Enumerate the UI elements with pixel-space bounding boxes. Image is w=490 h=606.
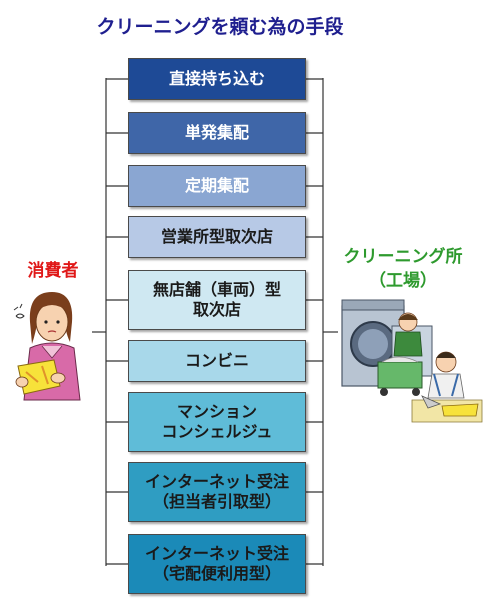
- consumer-label: 消費者: [27, 261, 79, 281]
- method-box-7: マンション コンシェルジュ: [128, 392, 306, 452]
- method-box-2: 単発集配: [128, 112, 306, 154]
- factory-label: クリーニング所 （工場）: [343, 247, 463, 291]
- method-box-3: 定期集配: [128, 165, 306, 207]
- consumer-woman-illustration: [13, 292, 81, 401]
- diagram-title: クリーニングを頼む為の手段: [96, 16, 344, 38]
- method-box-6: コンビニ: [128, 340, 306, 382]
- method-box-9: インターネット受注 （宅配便利用型）: [128, 534, 306, 594]
- method-box-4: 営業所型取次店: [128, 216, 306, 258]
- method-box-1: 直接持ち込む: [128, 58, 306, 100]
- method-box-8: インターネット受注 （担当者引取型）: [128, 462, 306, 522]
- cleaning-factory-illustration: [341, 299, 483, 423]
- method-box-5: 無店舗（車両）型 取次店: [128, 270, 306, 330]
